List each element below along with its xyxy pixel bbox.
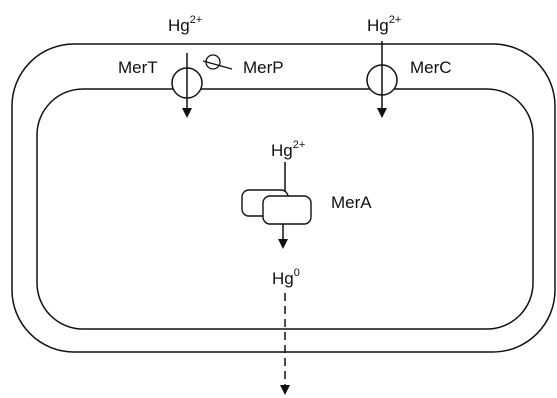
mera-enzyme-front [262, 195, 312, 225]
outer-membrane [11, 43, 556, 353]
hg2-label-inner: Hg2+ [271, 139, 305, 160]
inner-membrane [36, 88, 534, 330]
mera-label: MerA [331, 193, 372, 212]
merp-label: MerP [243, 58, 284, 77]
hg2-label-top-right: Hg2+ [367, 14, 401, 35]
hg0-label: Hg0 [272, 267, 300, 288]
mert-label: MerT [118, 58, 158, 77]
merc-label: MerC [410, 58, 452, 77]
hg2-label-top-left: Hg2+ [168, 14, 202, 35]
merp-tether [202, 60, 233, 70]
